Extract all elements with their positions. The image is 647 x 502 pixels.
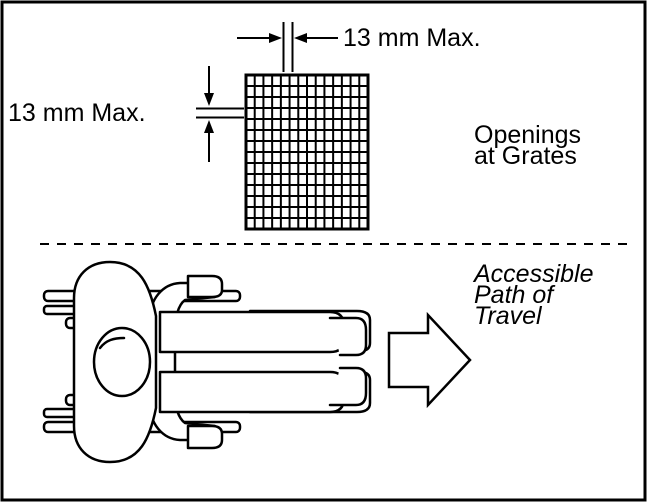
path-line-3: Travel <box>474 302 542 330</box>
horizontal-dimension-label: 13 mm Max. <box>343 24 481 52</box>
arrowhead-down <box>204 93 214 106</box>
openings-line-1: Openings <box>474 121 582 149</box>
arrowhead-up <box>204 120 214 133</box>
foot-top <box>328 316 368 357</box>
path-line-2: Path of <box>474 281 554 309</box>
horizontal-opening-dimension <box>237 22 338 72</box>
hand-bottom <box>186 424 224 450</box>
head <box>92 326 152 398</box>
arms-outline <box>148 281 217 442</box>
leg-top <box>158 310 346 354</box>
travel-direction-arrow <box>387 311 472 409</box>
accessible-path-label: Accessible Path of Travel <box>474 260 594 330</box>
arrowhead-left <box>294 33 307 43</box>
openings-at-grates-label: Openings at Grates <box>474 121 582 170</box>
hand-top <box>186 274 224 299</box>
vertical-dimension-label: 13 mm Max. <box>8 99 146 127</box>
arrowhead-right <box>269 33 282 43</box>
wheelchair-user-icon <box>42 260 372 464</box>
vertical-opening-dimension <box>196 66 244 162</box>
foot-bottom <box>328 366 368 407</box>
head-detail <box>98 336 126 350</box>
leg-bottom <box>158 370 346 414</box>
grate-bars <box>246 75 368 229</box>
grate <box>244 73 370 231</box>
openings-line-2: at Grates <box>474 142 577 170</box>
path-line-1: Accessible <box>474 260 594 288</box>
